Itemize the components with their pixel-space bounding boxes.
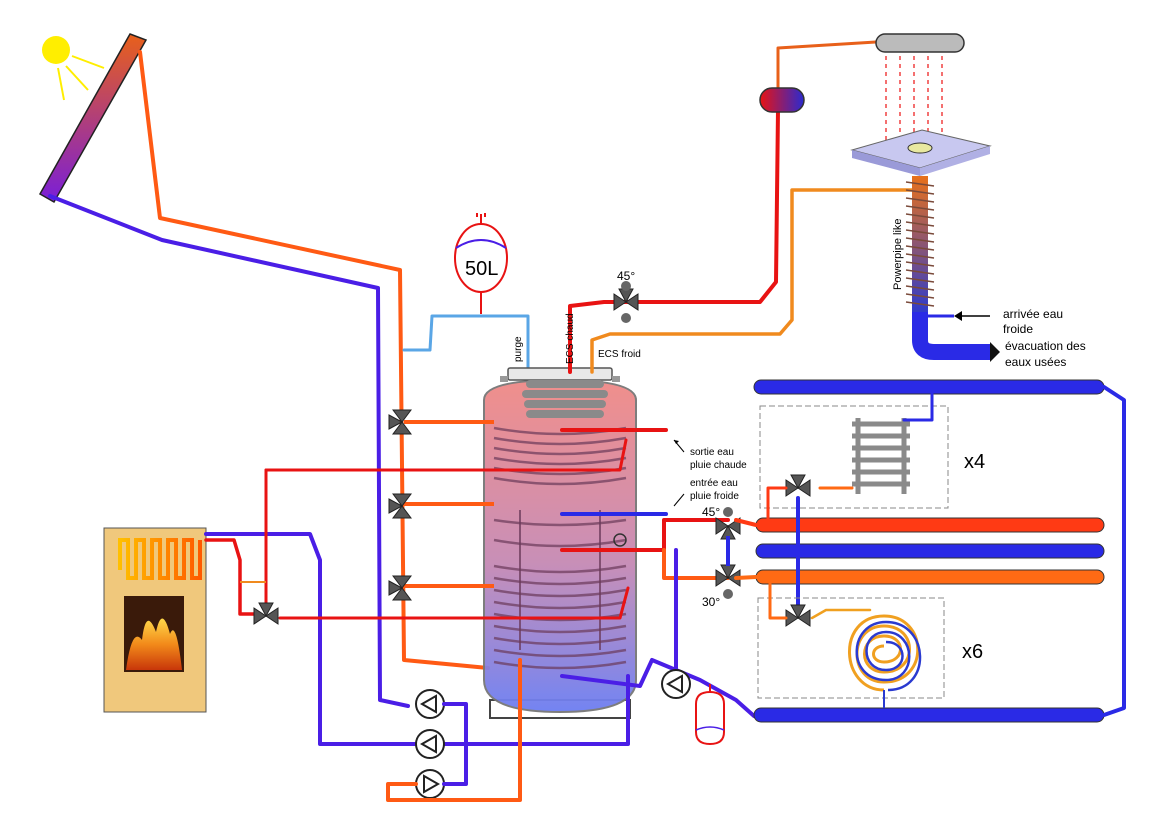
three-way-valve-icon xyxy=(785,474,811,497)
valve-low-angle-label: 30° xyxy=(702,595,720,609)
ecs-cold-label: ECS froid xyxy=(598,349,641,360)
radiator-count-label: x4 xyxy=(964,451,985,473)
powerpipe-exchanger xyxy=(905,176,1000,362)
radiator-group xyxy=(759,392,949,509)
ecs-pipes xyxy=(568,40,920,374)
floor-count-label: x6 xyxy=(962,641,983,663)
return-line xyxy=(386,658,522,802)
hot-collector-floor xyxy=(755,569,1105,585)
arrow-icon xyxy=(954,311,990,321)
wastewater-label-2: eaux usées xyxy=(1005,355,1066,369)
vessel-volume-label: 50L xyxy=(465,258,498,280)
ecs-hot-label: ECS chaud xyxy=(565,313,576,364)
top-collector xyxy=(753,379,1105,395)
shower-tray xyxy=(850,129,992,176)
underfloor-coil-icon xyxy=(848,614,922,708)
radiator-icon xyxy=(852,418,910,494)
shower-head-icon xyxy=(875,33,965,150)
valve-top-angle-label: 45° xyxy=(617,269,635,283)
hot-collector-radiators xyxy=(755,517,1105,533)
pump-icon xyxy=(415,729,445,759)
flame-icon xyxy=(124,596,184,672)
three-way-valve-icon xyxy=(253,602,279,625)
pump-icon xyxy=(661,669,691,699)
rain-hot-label-1: sortie eau xyxy=(690,447,734,458)
sun-icon xyxy=(42,36,105,101)
storage-tank xyxy=(483,367,637,719)
solar-circuit-pipes xyxy=(48,50,490,708)
solar-panel-icon xyxy=(38,33,148,204)
rain-cold-label-1: entrée eau xyxy=(690,478,738,489)
return-collector xyxy=(755,543,1105,559)
purge-label: purge xyxy=(513,336,524,362)
expansion-vessel-icon xyxy=(695,684,725,746)
expansion-vessel-icon: 50L xyxy=(454,213,508,314)
valve-mid-angle-label: 45° xyxy=(702,505,720,519)
three-way-valve-icon xyxy=(715,564,741,599)
pump-icon xyxy=(415,689,445,719)
stove-pipes xyxy=(204,438,630,746)
wastewater-label-1: évacuation des xyxy=(1005,339,1086,353)
three-way-valve-icon xyxy=(613,281,639,323)
purge-line xyxy=(402,314,530,374)
powerpipe-label: Powerpipe like xyxy=(892,218,904,290)
rain-hot-label-2: pluie chaude xyxy=(690,460,747,471)
tank-connections xyxy=(404,420,494,588)
three-way-valve-icon xyxy=(715,507,741,540)
floor-heating-group xyxy=(757,597,945,708)
three-way-valve-icon xyxy=(785,604,811,627)
cold-water-in-label-1: arrivée eau xyxy=(1003,307,1063,321)
cold-water-in-label-2: froide xyxy=(1003,322,1033,336)
pump-loop xyxy=(442,702,468,786)
bottom-collector xyxy=(753,707,1105,723)
rain-cold-label-2: pluie froide xyxy=(690,491,739,502)
pump-icon xyxy=(415,769,445,799)
wood-stove xyxy=(103,527,207,713)
mixing-exchanger xyxy=(759,87,805,113)
